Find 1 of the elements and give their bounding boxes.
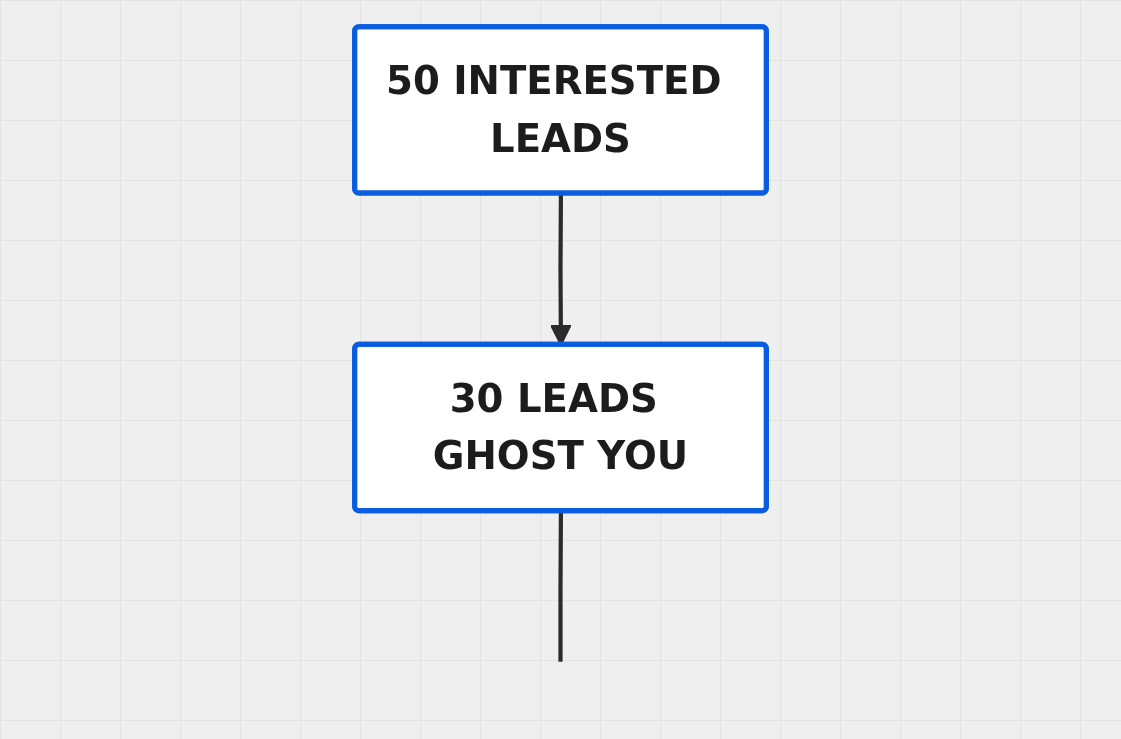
connector [558,511,563,662]
